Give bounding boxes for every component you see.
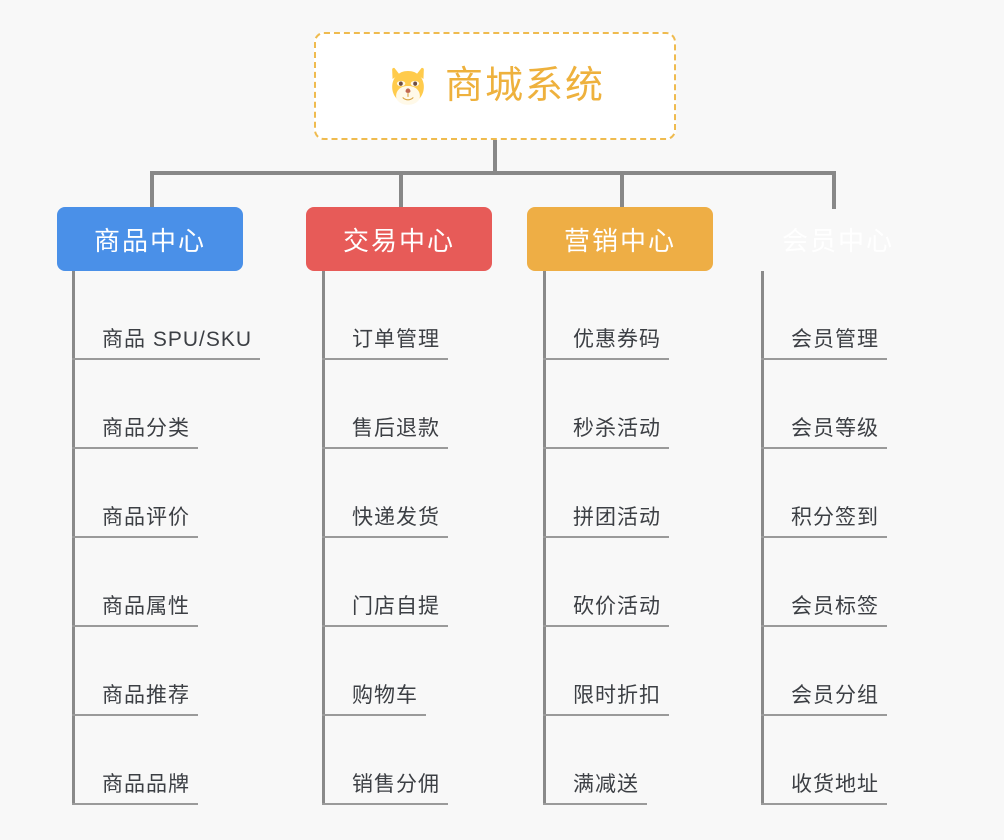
leaf-item-underline bbox=[72, 803, 198, 805]
leaf-item-underline bbox=[322, 447, 448, 449]
leaf-item-label: 拼团活动 bbox=[573, 506, 661, 529]
connector-drop-3 bbox=[620, 171, 624, 209]
root-node-mall-system[interactable]: 商城系统 bbox=[314, 32, 676, 140]
leaf-item-underline bbox=[543, 536, 669, 538]
leaf-item-label: 会员等级 bbox=[791, 417, 879, 440]
leaf-item-label: 商品评价 bbox=[102, 506, 190, 529]
connector-drop-4 bbox=[832, 171, 836, 209]
leaf-item[interactable]: 销售分佣 bbox=[322, 716, 448, 805]
leaf-item[interactable]: 拼团活动 bbox=[543, 449, 669, 538]
leaf-item-label: 满减送 bbox=[573, 773, 639, 796]
category-box-3[interactable]: 营销中心 bbox=[527, 207, 713, 271]
category-label-3: 营销中心 bbox=[563, 225, 676, 256]
leaf-item-label: 门店自提 bbox=[352, 595, 440, 618]
leaf-item-label: 购物车 bbox=[352, 684, 418, 707]
leaf-item[interactable]: 砍价活动 bbox=[543, 538, 669, 627]
leaf-item-underline bbox=[72, 625, 198, 627]
leaf-item-label: 砍价活动 bbox=[573, 595, 661, 618]
leaf-item-label: 商品推荐 bbox=[102, 684, 190, 707]
leaf-item-underline bbox=[761, 714, 887, 716]
leaf-item-underline bbox=[761, 536, 887, 538]
leaf-item-label: 限时折扣 bbox=[573, 684, 661, 707]
leaf-item-label: 商品属性 bbox=[102, 595, 190, 618]
leaf-item[interactable]: 订单管理 bbox=[322, 271, 448, 360]
leaf-item-label: 商品品牌 bbox=[102, 773, 190, 796]
leaf-item[interactable]: 快递发货 bbox=[322, 449, 448, 538]
branch-spine-2 bbox=[322, 271, 325, 805]
leaf-item[interactable]: 商品推荐 bbox=[72, 627, 252, 716]
leaf-item[interactable]: 会员管理 bbox=[761, 271, 887, 360]
branch-column-4: 会员管理会员等级积分签到会员标签会员分组收货地址 bbox=[761, 271, 887, 805]
leaf-item-underline bbox=[72, 447, 198, 449]
leaf-item[interactable]: 秒杀活动 bbox=[543, 360, 669, 449]
leaf-item-underline bbox=[322, 625, 448, 627]
leaf-item[interactable]: 售后退款 bbox=[322, 360, 448, 449]
leaf-item-label: 会员标签 bbox=[791, 595, 879, 618]
category-box-1[interactable]: 商品中心 bbox=[57, 207, 243, 271]
leaf-item[interactable]: 收货地址 bbox=[761, 716, 887, 805]
leaf-item[interactable]: 商品分类 bbox=[72, 360, 252, 449]
leaf-item-label: 会员分组 bbox=[791, 684, 879, 707]
leaf-item-label: 优惠券码 bbox=[573, 328, 661, 351]
branch-spine-1 bbox=[72, 271, 75, 805]
branch-column-2: 订单管理售后退款快递发货门店自提购物车销售分佣 bbox=[322, 271, 448, 805]
leaf-item[interactable]: 购物车 bbox=[322, 627, 440, 716]
leaf-item[interactable]: 商品评价 bbox=[72, 449, 252, 538]
leaf-item[interactable]: 会员标签 bbox=[761, 538, 887, 627]
leaf-item-underline bbox=[322, 358, 448, 360]
category-label-1: 商品中心 bbox=[93, 225, 206, 256]
leaf-item-underline bbox=[761, 358, 887, 360]
leaf-item-label: 秒杀活动 bbox=[573, 417, 661, 440]
leaf-item[interactable]: 会员分组 bbox=[761, 627, 887, 716]
connector-root-stem bbox=[493, 140, 497, 173]
leaf-item-label: 商品分类 bbox=[102, 417, 190, 440]
dog-face-icon bbox=[385, 64, 431, 110]
leaf-item-underline bbox=[543, 803, 647, 805]
leaf-item-underline bbox=[72, 536, 198, 538]
leaf-item-label: 会员管理 bbox=[791, 328, 879, 351]
leaf-item-underline bbox=[543, 625, 669, 627]
leaf-item[interactable]: 会员等级 bbox=[761, 360, 887, 449]
category-box-2[interactable]: 交易中心 bbox=[306, 207, 492, 271]
branch-spine-3 bbox=[543, 271, 546, 805]
leaf-item-underline bbox=[761, 625, 887, 627]
leaf-item[interactable]: 优惠券码 bbox=[543, 271, 669, 360]
category-label-2: 交易中心 bbox=[342, 225, 455, 256]
leaf-item-label: 积分签到 bbox=[791, 506, 879, 529]
leaf-item-underline bbox=[761, 803, 887, 805]
leaf-item-label: 快递发货 bbox=[352, 506, 440, 529]
leaf-item-label: 售后退款 bbox=[352, 417, 440, 440]
leaf-item-label: 订单管理 bbox=[352, 328, 440, 351]
leaf-item-underline bbox=[543, 714, 669, 716]
leaf-item-label: 收货地址 bbox=[791, 773, 879, 796]
leaf-item-label: 销售分佣 bbox=[352, 773, 440, 796]
leaf-item-underline bbox=[543, 358, 669, 360]
category-box-4[interactable]: 会员中心 bbox=[745, 207, 931, 271]
leaf-item-label: 商品 SPU/SKU bbox=[102, 328, 253, 351]
connector-horizontal-bus bbox=[150, 171, 836, 175]
category-label-4: 会员中心 bbox=[781, 225, 894, 256]
branch-spine-4 bbox=[761, 271, 764, 805]
leaf-item-underline bbox=[322, 803, 448, 805]
leaf-item[interactable]: 满减送 bbox=[543, 716, 661, 805]
leaf-item[interactable]: 积分签到 bbox=[761, 449, 887, 538]
root-title: 商城系统 bbox=[444, 65, 605, 107]
connector-drop-1 bbox=[150, 171, 154, 209]
leaf-item-underline bbox=[72, 358, 260, 360]
leaf-item-underline bbox=[322, 714, 426, 716]
leaf-item[interactable]: 门店自提 bbox=[322, 538, 448, 627]
leaf-item-underline bbox=[322, 536, 448, 538]
branch-column-3: 优惠券码秒杀活动拼团活动砍价活动限时折扣满减送 bbox=[543, 271, 669, 805]
leaf-item[interactable]: 商品品牌 bbox=[72, 716, 252, 805]
leaf-item[interactable]: 商品属性 bbox=[72, 538, 252, 627]
branch-column-1: 商品 SPU/SKU 商品分类商品评价商品属性商品推荐商品品牌 bbox=[72, 271, 260, 805]
leaf-item-underline bbox=[72, 714, 198, 716]
connector-drop-2 bbox=[399, 171, 403, 209]
leaf-item-underline bbox=[543, 447, 669, 449]
leaf-item[interactable]: 限时折扣 bbox=[543, 627, 669, 716]
leaf-item-underline bbox=[761, 447, 887, 449]
leaf-item[interactable]: 商品 SPU/SKU bbox=[72, 271, 260, 360]
